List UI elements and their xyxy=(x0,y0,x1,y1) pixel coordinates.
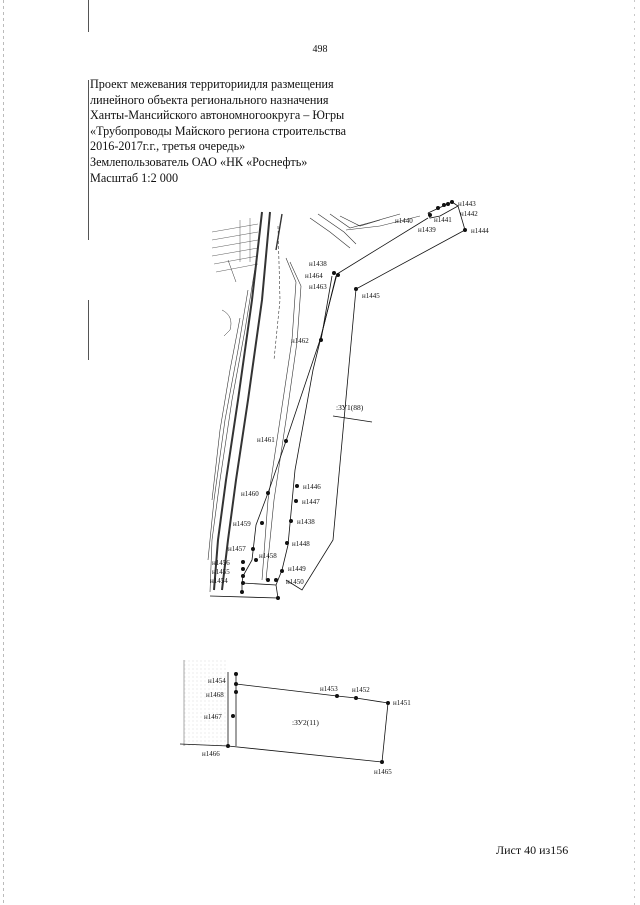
margin-line-header xyxy=(88,80,89,240)
label-n1459: н1459 xyxy=(233,520,251,528)
label-n1458: н1458 xyxy=(259,552,277,560)
document-header: Проект межевания территориидля размещени… xyxy=(90,77,420,186)
header-line-1: Проект межевания территориидля размещени… xyxy=(90,77,334,91)
label-n1442: н1442 xyxy=(460,210,478,218)
label-n1443: н1443 xyxy=(458,200,476,208)
label-n1451: н1451 xyxy=(393,699,411,707)
header-line-7: Масштаб 1:2 000 xyxy=(90,170,179,185)
header-line-6: Землепользователь ОАО «НК «Роснефть» xyxy=(90,154,308,169)
top-map-labels: н1443 н1442 н1440 н1441 н1439 н1444 н143… xyxy=(210,200,489,586)
label-n1462: н1462 xyxy=(291,337,309,345)
label-n1454-bottom: н1454 xyxy=(208,677,226,685)
label-n1445: н1445 xyxy=(362,292,380,300)
page-number: 498 xyxy=(312,44,328,55)
top-map-points xyxy=(240,200,467,600)
label-n1457: н1457 xyxy=(228,545,246,553)
label-n1450: н1450 xyxy=(286,578,304,586)
label-n1453: н1453 xyxy=(320,685,338,693)
header-line-5: 2016-2017г.г., третья очередь» xyxy=(90,139,246,154)
label-n1466: н1466 xyxy=(202,750,220,758)
sheet-number: Лист 40 из156 xyxy=(496,843,569,857)
label-n1456: н1456 xyxy=(212,559,230,567)
label-n1460: н1460 xyxy=(241,490,259,498)
label-n1461: н1461 xyxy=(257,436,275,444)
page-edge-right xyxy=(634,0,635,905)
header-line-3: Ханты-Мансийского автономногоокруга – Юг… xyxy=(90,108,345,123)
bottom-map-background xyxy=(183,660,228,746)
label-n1441: н1441 xyxy=(434,216,452,224)
margin-line-lower xyxy=(88,300,89,360)
label-n1464: н1464 xyxy=(305,272,323,280)
margin-line-top xyxy=(88,0,89,32)
top-map-background xyxy=(207,211,421,593)
label-n1468: н1468 xyxy=(206,691,224,699)
label-n1438-bottom: н1438 xyxy=(297,518,315,526)
label-n1439: н1439 xyxy=(418,226,436,234)
parcel-zu2-boundary xyxy=(179,672,389,763)
label-n1467: н1467 xyxy=(204,713,222,721)
label-n1465: н1465 xyxy=(374,768,392,776)
label-n1444: н1444 xyxy=(471,227,489,235)
header-line-2: линейного объекта регионального назначен… xyxy=(90,92,329,107)
label-n1463: н1463 xyxy=(309,283,327,291)
label-n1454-top: н1454 xyxy=(210,577,228,585)
label-n1446: н1446 xyxy=(303,483,321,491)
header-line-4: «Трубопроводы Майского региона строитель… xyxy=(90,123,347,138)
label-n1452: н1452 xyxy=(352,686,370,694)
page-edge-left xyxy=(3,0,4,905)
label-n1455: н1455 xyxy=(212,568,230,576)
label-n1449: н1449 xyxy=(288,565,306,573)
bottom-map-points xyxy=(226,672,390,764)
label-n1447: н1447 xyxy=(302,498,320,506)
zone-label-zu2: :ЗУ2(11) xyxy=(292,718,319,727)
label-n1440: н1440 xyxy=(395,217,413,225)
zone-label-zu1: :ЗУ1(88) xyxy=(336,403,364,412)
bottom-map-labels: н1454 н1468 н1453 н1452 н1451 н1467 :ЗУ2… xyxy=(202,677,411,776)
label-n1438-top: н1438 xyxy=(309,260,327,268)
label-n1448: н1448 xyxy=(292,540,310,548)
